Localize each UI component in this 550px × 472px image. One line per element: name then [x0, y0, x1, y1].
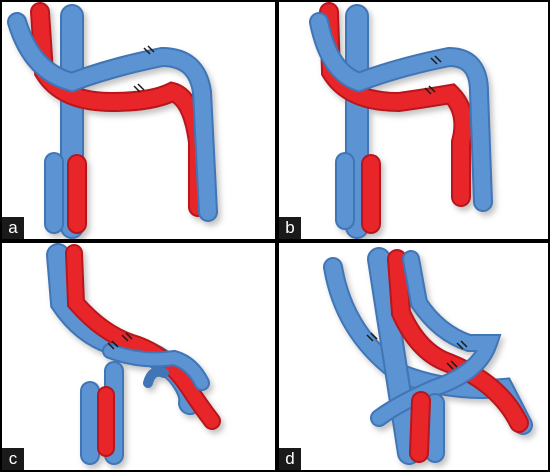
panel-label: c	[2, 448, 24, 470]
panel-d: d	[279, 243, 548, 470]
vessel-diagram-d	[279, 243, 548, 470]
panel-b: b	[279, 2, 548, 239]
vessel-diagram-a	[2, 2, 275, 239]
vessel-diagram-c	[2, 243, 275, 470]
panel-c: c	[2, 243, 275, 470]
vessel-diagram-b	[279, 2, 548, 239]
panel-a: a	[2, 2, 275, 239]
panel-label: d	[279, 448, 301, 470]
panel-label: a	[2, 217, 24, 239]
vein-hook	[148, 372, 164, 383]
panel-label: b	[279, 217, 301, 239]
